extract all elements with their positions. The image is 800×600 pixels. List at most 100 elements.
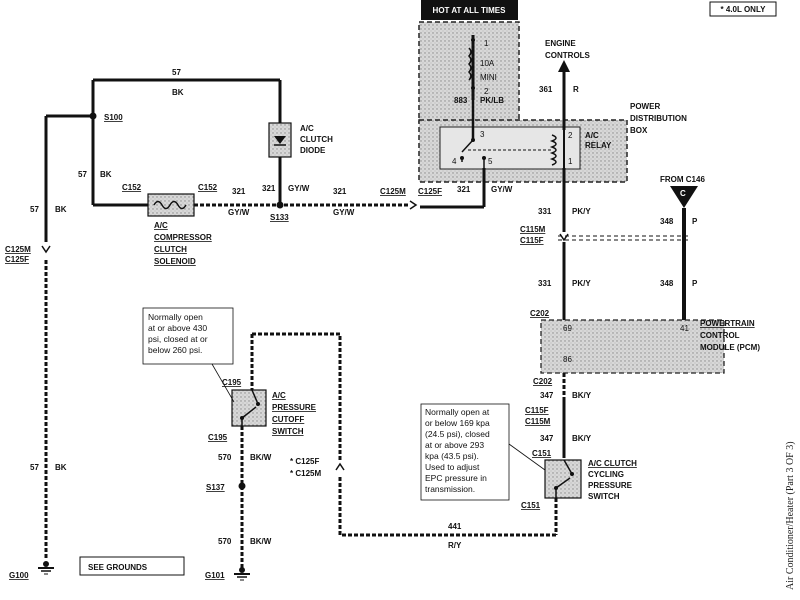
c-symbol: C	[680, 189, 686, 198]
cycling-note-l6: Used to adjust	[425, 462, 480, 472]
c146-arrow	[670, 186, 698, 208]
wire-361-color: R	[573, 85, 579, 94]
wire-361: 361	[539, 85, 553, 94]
wire-321-e: 321	[457, 185, 471, 194]
c152-a: C152	[122, 183, 142, 192]
engine-note-box	[709, 1, 777, 17]
cycling-label-1: A/C CLUTCH	[588, 459, 637, 468]
wire-321-b-color: GY/W	[288, 184, 310, 193]
wire-348-a: 348	[660, 217, 674, 226]
ac-pressure-cutoff-switch	[231, 389, 267, 427]
wire-441-color: R/Y	[448, 541, 462, 550]
wire-570-b: 570	[218, 537, 232, 546]
cycling-note-l1: Normally open at	[425, 407, 490, 417]
wire-321-c-color: GY/W	[333, 208, 355, 217]
cycling-label-3: PRESSURE	[588, 481, 633, 490]
s100-label: S100	[104, 113, 123, 122]
c195-b: C195	[208, 433, 228, 442]
wire-321-e-color: GY/W	[491, 185, 513, 194]
see-grounds-box	[79, 556, 185, 576]
wire-321-c: 321	[333, 187, 347, 196]
cycling-note-l8: transmission.	[425, 484, 475, 494]
wire-57-top-label: 57	[172, 68, 181, 77]
s137-label: S137	[206, 483, 225, 492]
cutoff-note	[142, 307, 235, 403]
wire-883-color: PK/LB	[480, 96, 504, 105]
wire-331-a-color: PK/Y	[572, 207, 591, 216]
c125f-mid: * C125F	[290, 457, 319, 466]
diode-label-3: DIODE	[300, 146, 326, 155]
wire-57-top-color: BK	[172, 88, 184, 97]
from-c146: FROM C146	[660, 175, 705, 184]
c125f-top: C125F	[418, 187, 442, 196]
see-grounds-label: SEE GROUNDS	[88, 563, 148, 572]
fuse-rating: 10A	[480, 59, 495, 68]
ac-relay	[460, 100, 565, 168]
cycling-note-l3: (24.5 psi), closed	[425, 429, 490, 439]
pdb-label-3: BOX	[630, 126, 648, 135]
relay-pin4: 4	[452, 157, 457, 166]
fuse-pin2: 2	[484, 87, 489, 96]
g101-label: G101	[205, 571, 225, 580]
c115m-b: C115M	[525, 417, 551, 426]
wire-570-a: 570	[218, 453, 232, 462]
solenoid-label-3: CLUTCH	[154, 245, 187, 254]
wire-57-left-label: 57	[78, 170, 87, 179]
relay-label-1: A/C	[585, 131, 599, 140]
wire-331-a: 331	[538, 207, 552, 216]
wire-348-b-color: P	[692, 279, 698, 288]
wire-57-top	[91, 78, 282, 207]
g100-ground-symbol	[38, 561, 54, 575]
wire-348-a-color: P	[692, 217, 698, 226]
c195-a: C195	[222, 378, 242, 387]
c115f-b: C115F	[525, 406, 549, 415]
side-page-title: Air Conditioner/Heater (Part 3 OF 3)	[785, 441, 796, 590]
engine-controls-1: ENGINE	[545, 39, 576, 48]
pdb-label-2: DISTRIBUTION	[630, 114, 687, 123]
pdb-label-1: POWER	[630, 102, 660, 111]
diode-label-2: CLUTCH	[300, 135, 333, 144]
cutoff-note-l2: at or above 430	[148, 323, 207, 333]
wire-347-b-color: BK/Y	[572, 434, 592, 443]
pcm-pin41: 41	[680, 324, 689, 333]
wire-441	[250, 332, 558, 537]
ac-compressor-clutch-solenoid	[147, 193, 195, 217]
wire-331	[559, 168, 569, 320]
wire-57-ground	[41, 114, 93, 560]
wire-570-a-color: BK/W	[250, 453, 272, 462]
wire-570-b-color: BK/W	[250, 537, 272, 546]
cycling-note-l4: at or above 293	[425, 440, 484, 450]
g101-ground-symbol	[234, 567, 250, 581]
engine-controls-2: CONTROLS	[545, 51, 591, 60]
cycling-label-2: CYCLING	[588, 470, 624, 479]
wire-347-b: 347	[540, 434, 554, 443]
solenoid-label-1: A/C	[154, 221, 168, 230]
engine-controls-arrow	[558, 60, 570, 130]
pcm-pin69: 69	[563, 324, 572, 333]
wire-321-horizontal	[194, 200, 484, 210]
wire-347-a-color: BK/Y	[572, 391, 592, 400]
solenoid-label-2: COMPRESSOR	[154, 233, 212, 242]
c125m-left: C125M	[5, 245, 31, 254]
c115f: C115F	[520, 236, 544, 245]
engine-note: * 4.0L ONLY	[721, 5, 767, 14]
cutoff-label-1: A/C	[272, 391, 286, 400]
cycling-note-l5: kpa (43.5 psi).	[425, 451, 479, 461]
wire-570	[238, 426, 246, 568]
c202-a: C202	[530, 309, 550, 318]
wire-57-low-label: 57	[30, 463, 39, 472]
fuse-pin1: 1	[484, 39, 489, 48]
relay-label-2: RELAY	[585, 141, 612, 150]
wire-57-mid-label: 57	[30, 205, 39, 214]
ac-clutch-diode	[268, 122, 292, 205]
cutoff-label-2: PRESSURE	[272, 403, 317, 412]
c125m-top: C125M	[380, 187, 406, 196]
wire-321-a-color: GY/W	[228, 208, 250, 217]
pcm-box	[540, 319, 725, 374]
wire-321-b: 321	[262, 184, 276, 193]
fuse-type: MINI	[480, 73, 497, 82]
c202-b: C202	[533, 377, 553, 386]
cycling-note-l7: EPC pressure in	[425, 473, 487, 483]
pcm-label-2: CONTROL	[700, 331, 740, 340]
